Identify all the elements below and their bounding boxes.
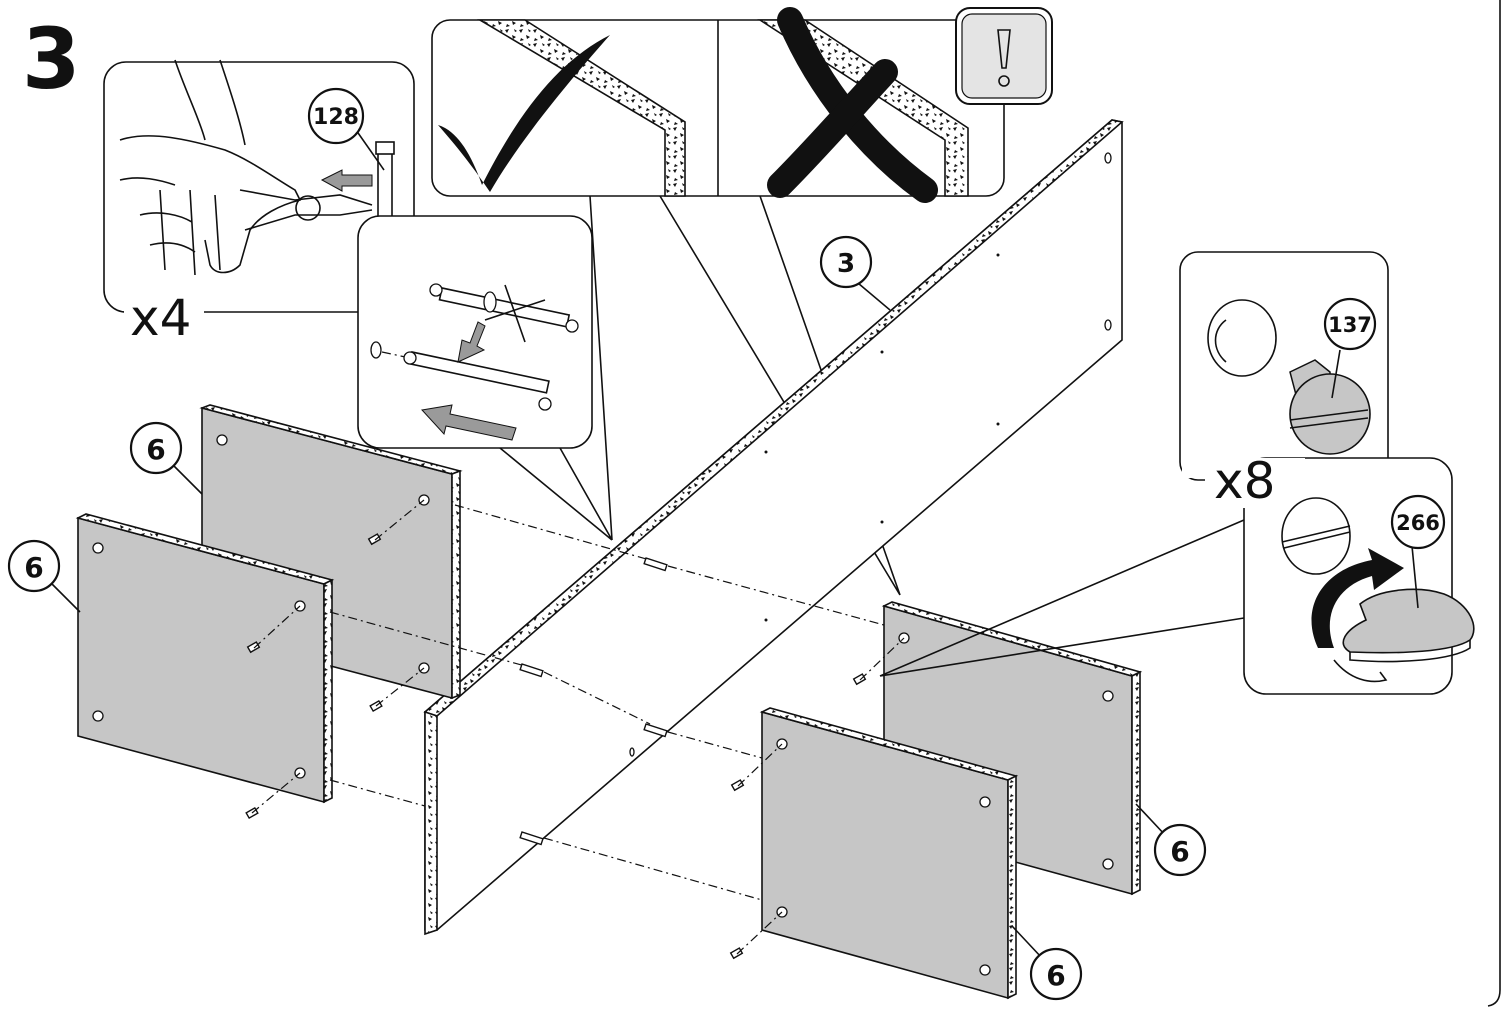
callout-6-left-front: 6 [7,539,61,593]
check-icon [438,35,610,192]
svg-text:266: 266 [1396,511,1440,535]
callout-266: 266 [1390,494,1446,550]
assembly-guide-lines [251,499,905,955]
svg-text:6: 6 [1046,959,1065,992]
svg-text:137: 137 [1328,313,1372,337]
cam-lock-detail [357,215,593,449]
cross-icon [767,7,938,203]
callout-6-left-back: 6 [129,421,183,475]
step-number: 3 [22,10,80,108]
callout-128: 128 [307,87,365,145]
callout-6-right-back: 6 [1153,823,1207,877]
quantity-x8: x8 [1214,452,1275,510]
svg-text:128: 128 [313,105,359,130]
stop-detail-leader-lines [879,519,1245,677]
warning-exclamation-icon [955,7,1053,105]
drawer-stop-detail: 137 266 [1179,251,1475,695]
top-panel-part-3 [423,119,1124,936]
rotate-arrow-icon [1311,548,1404,683]
svg-text:3: 3 [837,249,855,279]
callout-6-right-front: 6 [1029,947,1083,1001]
svg-text:6: 6 [1170,835,1189,868]
svg-text:6: 6 [24,551,43,584]
callout-137: 137 [1323,297,1377,351]
quantity-x4: x4 [130,289,191,347]
svg-text:6: 6 [146,433,165,466]
edge-orientation-detail [431,7,1053,203]
side-panel-right-front [759,707,1019,1000]
callout-3: 3 [819,235,873,289]
page-border [1487,0,1501,1007]
detail-leader-lines [499,447,613,541]
